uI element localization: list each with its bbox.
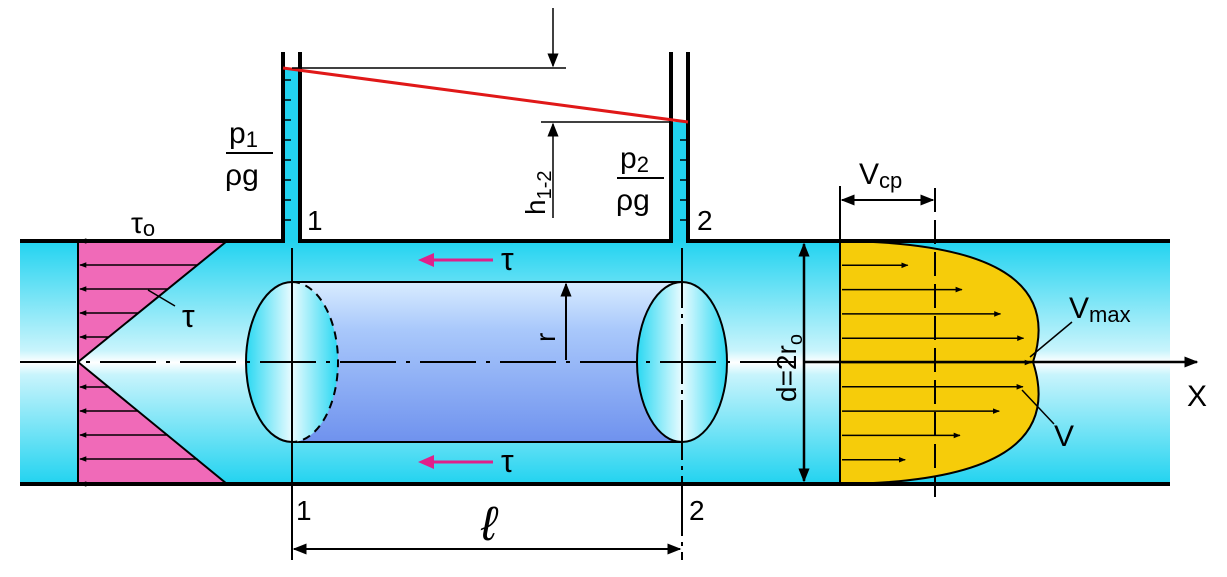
h12-label: h1-2 <box>520 171 556 215</box>
p1-numerator: p1 <box>229 117 258 152</box>
length-label: ℓ <box>480 498 499 551</box>
p1-denominator: ρg <box>225 159 259 192</box>
p2-denominator: ρg <box>616 184 650 217</box>
v-avg-label: Vcp <box>859 158 902 193</box>
tau-o-label: τo <box>131 207 155 241</box>
vmax-leader <box>1029 321 1073 358</box>
v-max-label: Vmax <box>1069 292 1131 327</box>
tau-top-label: τ <box>501 241 514 277</box>
diameter-label: d=2ro <box>771 334 807 402</box>
tau-wedge-leader <box>147 289 176 307</box>
piezometer-2-water <box>671 122 688 241</box>
piezometer-1-water <box>283 68 300 241</box>
cylinder-left-cap-back <box>291 281 339 443</box>
v-local-label: V <box>1054 420 1074 453</box>
p2-numerator: p2 <box>620 142 649 177</box>
piezometer-ticks <box>283 79 688 221</box>
radius-label: r <box>530 333 561 342</box>
tau-wedge-label: τ <box>182 298 195 334</box>
section-2-bottom-label: 2 <box>689 495 705 526</box>
x-axis-label: X <box>1187 380 1207 413</box>
tau-bottom-label: τ <box>501 443 514 479</box>
tau-arrow-bottom <box>418 455 493 469</box>
pipe-top-wall <box>20 52 1170 243</box>
tau-arrow-top <box>418 253 493 267</box>
section-1-bottom-label: 1 <box>296 495 312 526</box>
section-1-top-label: 1 <box>307 205 323 236</box>
hydraulic-grade-line <box>282 66 689 124</box>
v-leader <box>1021 389 1055 425</box>
section-2-top-label: 2 <box>697 205 713 236</box>
